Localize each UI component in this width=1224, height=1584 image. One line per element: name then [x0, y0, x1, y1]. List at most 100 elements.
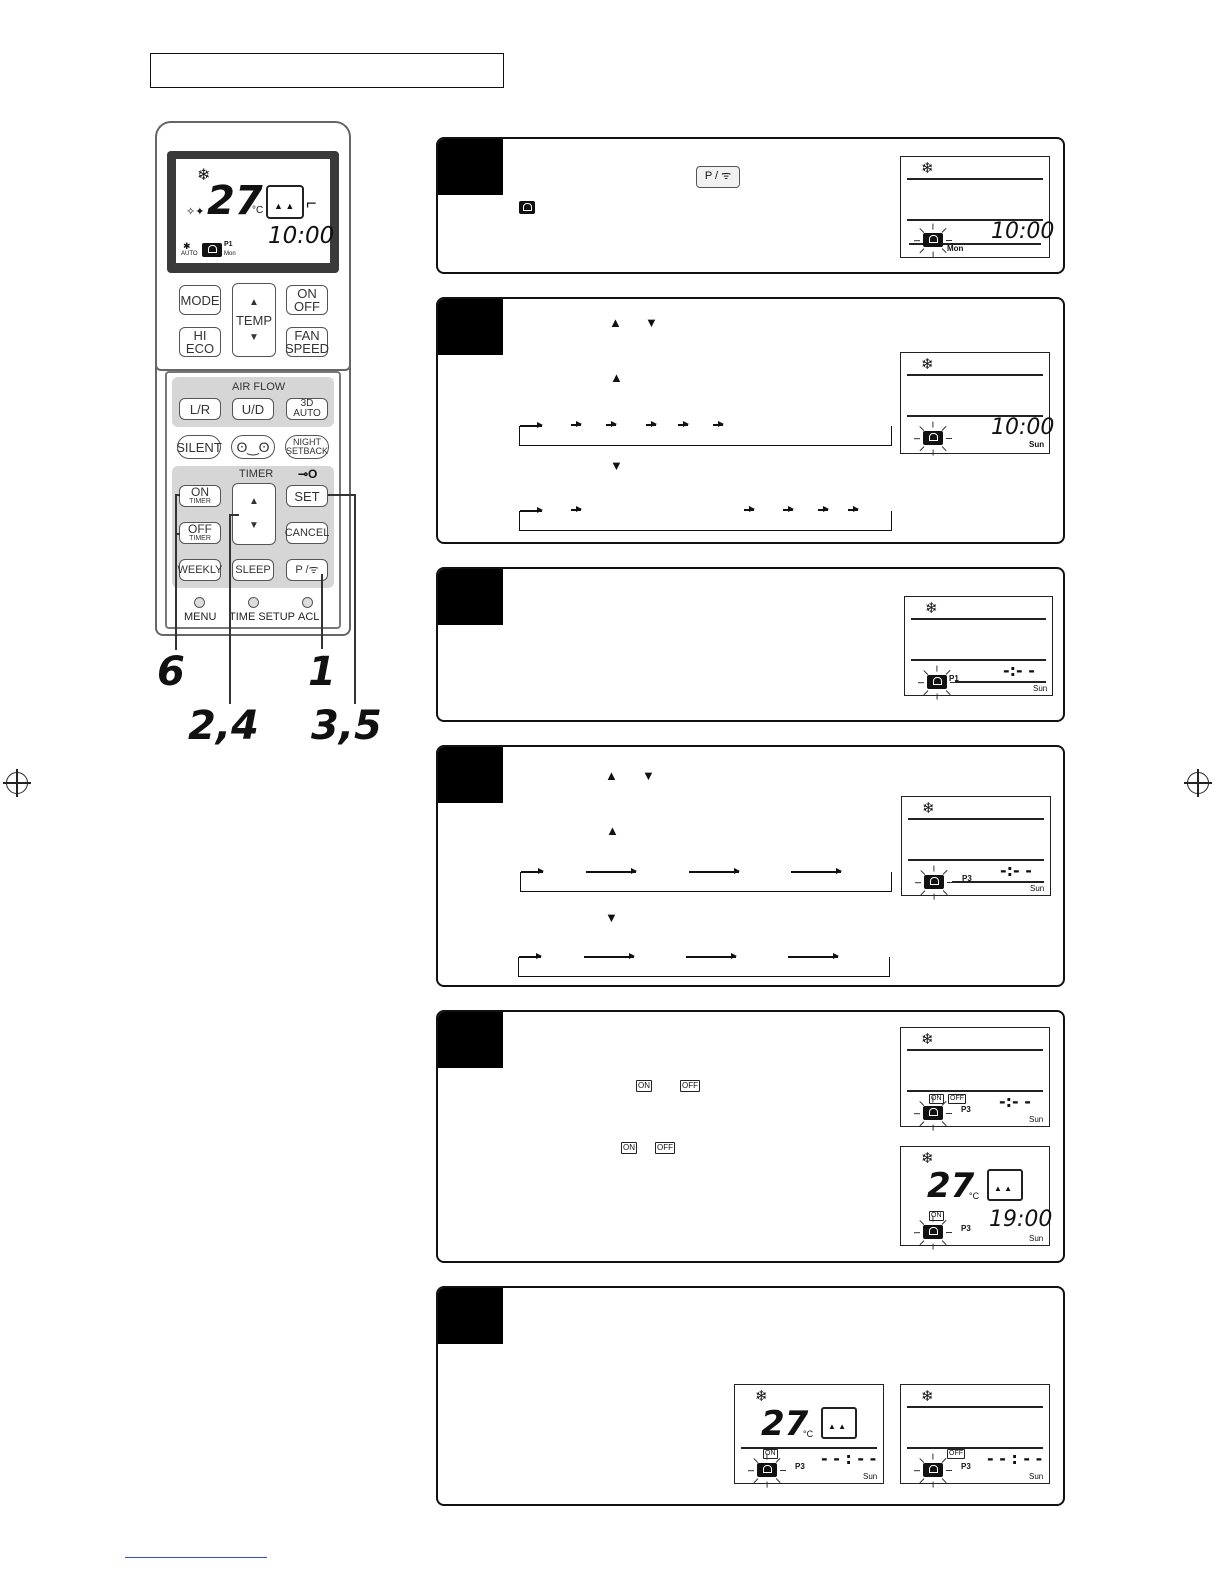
- blink-ray: [941, 426, 947, 432]
- blink-ray: [933, 893, 935, 900]
- step-1-p-button-icon: P / ᯤ: [696, 166, 740, 188]
- blink-ray: [932, 421, 934, 428]
- cycle-arrow: [571, 506, 582, 512]
- weekly-icon: [757, 1463, 777, 1477]
- step-4-lcd: ❄ P3 -:- - Sun: [901, 796, 1051, 900]
- set-button[interactable]: SET: [286, 485, 328, 507]
- step-2-number-box: [438, 299, 503, 355]
- blink-ray: [942, 870, 948, 876]
- step-5-panel: ON OFF ON OFF ❄ ON OFF P3 -:- - Sun ❄ 27…: [436, 1010, 1065, 1263]
- step-4-number-box: [438, 747, 503, 803]
- cycle-arrow: [818, 506, 829, 512]
- ion-face-icon: ʘ‿ʘ: [236, 438, 270, 455]
- registration-mark-left: [3, 769, 31, 797]
- callout-step-1: 1: [308, 649, 336, 695]
- weekly-icon: [923, 1463, 943, 1477]
- swing-icon: ⌐: [306, 193, 317, 213]
- blink-ray: [766, 1481, 768, 1488]
- step-1-panel: P / ᯤ ❄ Mon 10:00: [436, 137, 1065, 274]
- silent-button[interactable]: SILENT: [176, 435, 222, 459]
- step-6-panel: ❄ 27 °C ▲ ▲ ON P3 - - : - - Sun ❄ OFF P3…: [436, 1286, 1065, 1506]
- cycle-arrow: [713, 421, 724, 427]
- blink-ray: [920, 870, 926, 876]
- blink-ray: [914, 240, 920, 242]
- cancel-button[interactable]: CANCEL: [285, 522, 329, 544]
- registration-mark-right: [1184, 769, 1212, 797]
- acl-label: ACL: [298, 611, 320, 623]
- cycle-arrow: [584, 953, 635, 959]
- step-3-lcd: ❄ P1 -:- - Sun: [904, 596, 1053, 700]
- weekly-icon: [923, 1225, 943, 1239]
- cycle-arrow: [678, 421, 689, 427]
- sleep-button[interactable]: SLEEP: [232, 559, 274, 581]
- snowflake-icon: ❄: [755, 1388, 768, 1405]
- blink-ray: [919, 1239, 925, 1246]
- temp-button[interactable]: ▲ TEMP ▼: [232, 283, 276, 357]
- fan-icon: ✱: [183, 241, 191, 251]
- off-icon: OFF: [655, 1142, 675, 1154]
- blink-ray: [766, 1453, 768, 1460]
- page-title-box: [150, 53, 504, 88]
- step-2-panel: ▲ ▼ ▲ ▼ ❄ 10:00 Sun: [436, 297, 1065, 544]
- cycle-arrow: [606, 421, 617, 427]
- leader-24: [229, 514, 231, 704]
- weekly-icon: [923, 431, 943, 445]
- snowflake-icon: ❄: [921, 160, 934, 177]
- leader-6b: [176, 533, 180, 535]
- program-cycle-forward-bracket: [520, 872, 892, 892]
- 3d-auto-button[interactable]: 3D AUTO: [286, 398, 328, 420]
- cycle-arrow: [689, 868, 740, 874]
- fan-mode-label: AUTO: [181, 251, 198, 257]
- blink-ray: [946, 1113, 952, 1115]
- step-5-number-box: [438, 1012, 503, 1068]
- ud-button[interactable]: U/D: [232, 398, 274, 420]
- remote-temp-unit: °C: [252, 205, 264, 216]
- blink-ray: [919, 247, 925, 254]
- menu-led: [194, 597, 205, 608]
- blink-ray: [923, 670, 929, 676]
- step-1-number-box: [438, 139, 503, 195]
- callout-step-2-4: 2,4: [188, 703, 259, 749]
- acl-led: [302, 597, 313, 608]
- program-cycle-back-bracket: [518, 957, 890, 977]
- cycle-arrow: [571, 421, 582, 427]
- mode-button[interactable]: MODE: [179, 285, 221, 315]
- blink-ray: [914, 1232, 920, 1234]
- p-button[interactable]: P / ᯤ: [286, 559, 328, 581]
- ion-button[interactable]: ʘ‿ʘ: [231, 435, 275, 459]
- blink-ray: [932, 1453, 934, 1460]
- step-3-number-box: [438, 569, 503, 625]
- blink-ray: [914, 438, 920, 440]
- cycle-arrow: [519, 953, 542, 959]
- blink-ray: [941, 445, 947, 452]
- blink-ray: [923, 689, 929, 696]
- day-cycle-back-bracket: [519, 511, 892, 531]
- blink-ray: [915, 882, 921, 884]
- blink-ray: [914, 1113, 920, 1115]
- blink-ray: [919, 445, 925, 452]
- on-icon: ON: [636, 1080, 652, 1092]
- cycle-arrow: [791, 868, 842, 874]
- step-3-panel: ❄ P1 -:- - Sun: [436, 567, 1065, 722]
- step-5-lcd-b: ❄ 27 °C ▲ ▲ ON P3 19:00 Sun: [900, 1146, 1052, 1250]
- up-icon: ▲: [610, 370, 623, 385]
- cycle-arrow: [520, 507, 543, 513]
- weekly-icon: [202, 243, 222, 257]
- blink-ray: [775, 1477, 781, 1484]
- sparkle-icon: ✧✦: [186, 206, 205, 218]
- time-setup-led: [248, 597, 259, 608]
- cycle-arrow: [783, 506, 794, 512]
- weekly-button[interactable]: WEEKLY: [177, 559, 223, 581]
- blink-ray: [919, 1458, 925, 1464]
- lr-button[interactable]: L/R: [179, 398, 221, 420]
- weekly-icon: [927, 675, 947, 689]
- up-icon: ▲: [609, 315, 622, 330]
- weekly-icon: [924, 875, 944, 889]
- leader-35: [354, 494, 356, 704]
